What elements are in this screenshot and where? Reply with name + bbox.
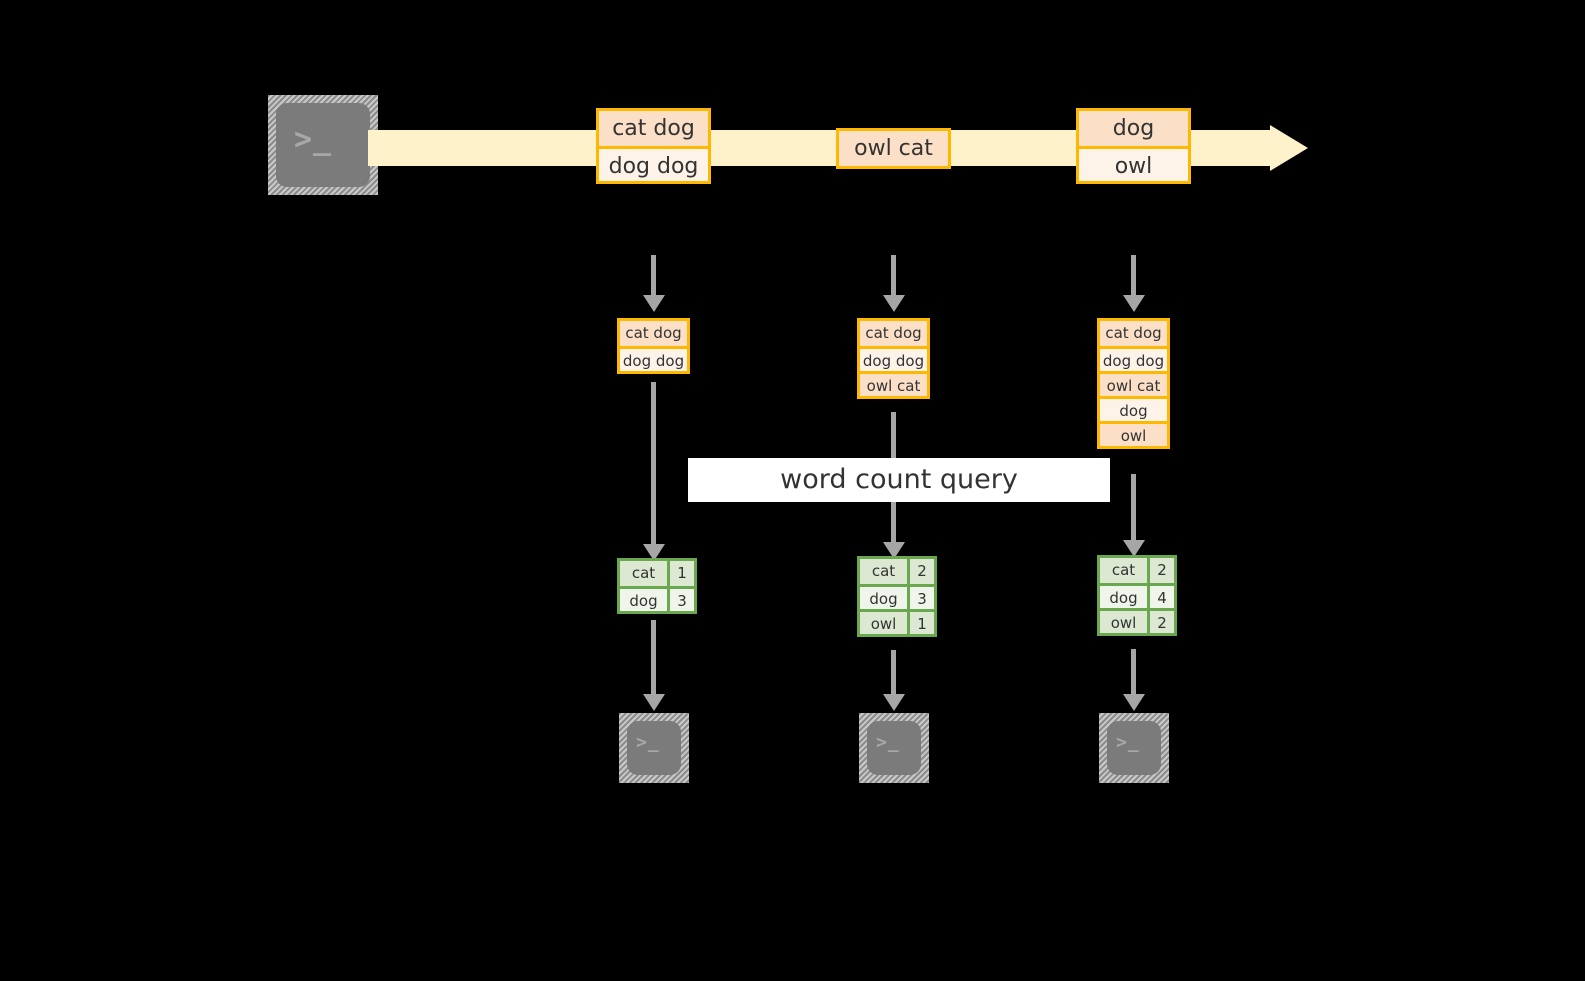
snapshot-1-sink-terminal-icon: >_ bbox=[619, 713, 689, 783]
terminal-prompt-glyph: >_ bbox=[636, 732, 660, 753]
stream-batch-1: cat dog dog dog bbox=[596, 108, 711, 184]
input-row: dog dog bbox=[1100, 346, 1167, 371]
stream-line: owl bbox=[1079, 146, 1188, 181]
result-row: dog 4 bbox=[1100, 583, 1174, 608]
input-row: owl cat bbox=[1100, 371, 1167, 396]
terminal-screen: >_ bbox=[1107, 721, 1161, 775]
snapshot-3-query-stem bbox=[1131, 474, 1136, 540]
terminal-screen: >_ bbox=[627, 721, 681, 775]
snapshot-1-query-arrowhead-icon bbox=[643, 544, 665, 561]
result-count: 1 bbox=[907, 612, 934, 634]
input-row: cat dog bbox=[860, 321, 927, 346]
result-count: 4 bbox=[1147, 586, 1174, 608]
result-count: 3 bbox=[907, 587, 934, 609]
terminal-screen: >_ bbox=[867, 721, 921, 775]
snapshot-2-trigger-arrowhead-icon bbox=[883, 295, 905, 312]
terminal-prompt-glyph: >_ bbox=[294, 122, 333, 157]
result-word: dog bbox=[620, 589, 667, 611]
result-word: cat bbox=[1100, 558, 1147, 583]
snapshot-3-trigger-arrowhead-icon bbox=[1123, 295, 1145, 312]
snapshot-1-result-table: cat 1 dog 3 bbox=[617, 558, 697, 614]
snapshot-3-input-table: cat dog dog dog owl cat dog owl bbox=[1097, 318, 1170, 449]
snapshot-1-trigger-arrowhead-icon bbox=[643, 295, 665, 312]
result-row: owl 2 bbox=[1100, 608, 1174, 633]
query-label: word count query bbox=[688, 458, 1110, 502]
stream-line: dog bbox=[1079, 111, 1188, 146]
stream-batch-2: owl cat bbox=[836, 128, 951, 169]
result-count: 2 bbox=[907, 559, 934, 584]
result-count: 3 bbox=[667, 589, 694, 611]
snapshot-2-sink-stem bbox=[891, 650, 896, 694]
snapshot-2-sink-terminal-icon: >_ bbox=[859, 713, 929, 783]
snapshot-2-result-table: cat 2 dog 3 owl 1 bbox=[857, 556, 937, 637]
result-count: 2 bbox=[1147, 558, 1174, 583]
source-terminal-icon: >_ bbox=[268, 95, 378, 195]
result-row: cat 1 bbox=[620, 561, 694, 586]
result-word: dog bbox=[1100, 586, 1147, 608]
result-row: dog 3 bbox=[620, 586, 694, 611]
result-row: cat 2 bbox=[1100, 558, 1174, 583]
snapshot-3-trigger-stem bbox=[1131, 255, 1136, 295]
snapshot-3-sink-arrowhead-icon bbox=[1123, 694, 1145, 711]
snapshot-3-result-table: cat 2 dog 4 owl 2 bbox=[1097, 555, 1177, 636]
stream-arrow-head-icon bbox=[1270, 125, 1308, 171]
terminal-prompt-glyph: >_ bbox=[1116, 732, 1140, 753]
input-row: dog dog bbox=[860, 346, 927, 371]
snapshot-1-trigger-stem bbox=[651, 255, 656, 295]
stream-line: owl cat bbox=[839, 131, 948, 166]
result-word: cat bbox=[620, 561, 667, 586]
result-row: dog 3 bbox=[860, 584, 934, 609]
input-row: owl bbox=[1100, 421, 1167, 446]
stream-line: cat dog bbox=[599, 111, 708, 146]
snapshot-2-trigger-stem bbox=[891, 255, 896, 295]
terminal-screen: >_ bbox=[276, 103, 370, 187]
result-row: cat 2 bbox=[860, 559, 934, 584]
result-count: 1 bbox=[667, 561, 694, 586]
result-word: owl bbox=[1100, 611, 1147, 633]
result-word: owl bbox=[860, 612, 907, 634]
result-word: dog bbox=[860, 587, 907, 609]
snapshot-1-sink-arrowhead-icon bbox=[643, 694, 665, 711]
snapshot-3-sink-terminal-icon: >_ bbox=[1099, 713, 1169, 783]
snapshot-1-sink-stem bbox=[651, 620, 656, 694]
snapshot-3-query-arrowhead-icon bbox=[1123, 540, 1145, 557]
input-row: dog bbox=[1100, 396, 1167, 421]
snapshot-3-sink-stem bbox=[1131, 649, 1136, 694]
result-word: cat bbox=[860, 559, 907, 584]
input-row: cat dog bbox=[620, 321, 687, 346]
snapshot-1-input-table: cat dog dog dog bbox=[617, 318, 690, 374]
input-row: owl cat bbox=[860, 371, 927, 396]
result-count: 2 bbox=[1147, 611, 1174, 633]
input-row: cat dog bbox=[1100, 321, 1167, 346]
stream-batch-3: dog owl bbox=[1076, 108, 1191, 184]
snapshot-1-query-stem bbox=[651, 382, 656, 544]
snapshot-2-query-arrowhead-icon bbox=[883, 542, 905, 559]
input-row: dog dog bbox=[620, 346, 687, 371]
stream-line: dog dog bbox=[599, 146, 708, 181]
result-row: owl 1 bbox=[860, 609, 934, 634]
terminal-prompt-glyph: >_ bbox=[876, 732, 900, 753]
snapshot-2-sink-arrowhead-icon bbox=[883, 694, 905, 711]
snapshot-2-input-table: cat dog dog dog owl cat bbox=[857, 318, 930, 399]
